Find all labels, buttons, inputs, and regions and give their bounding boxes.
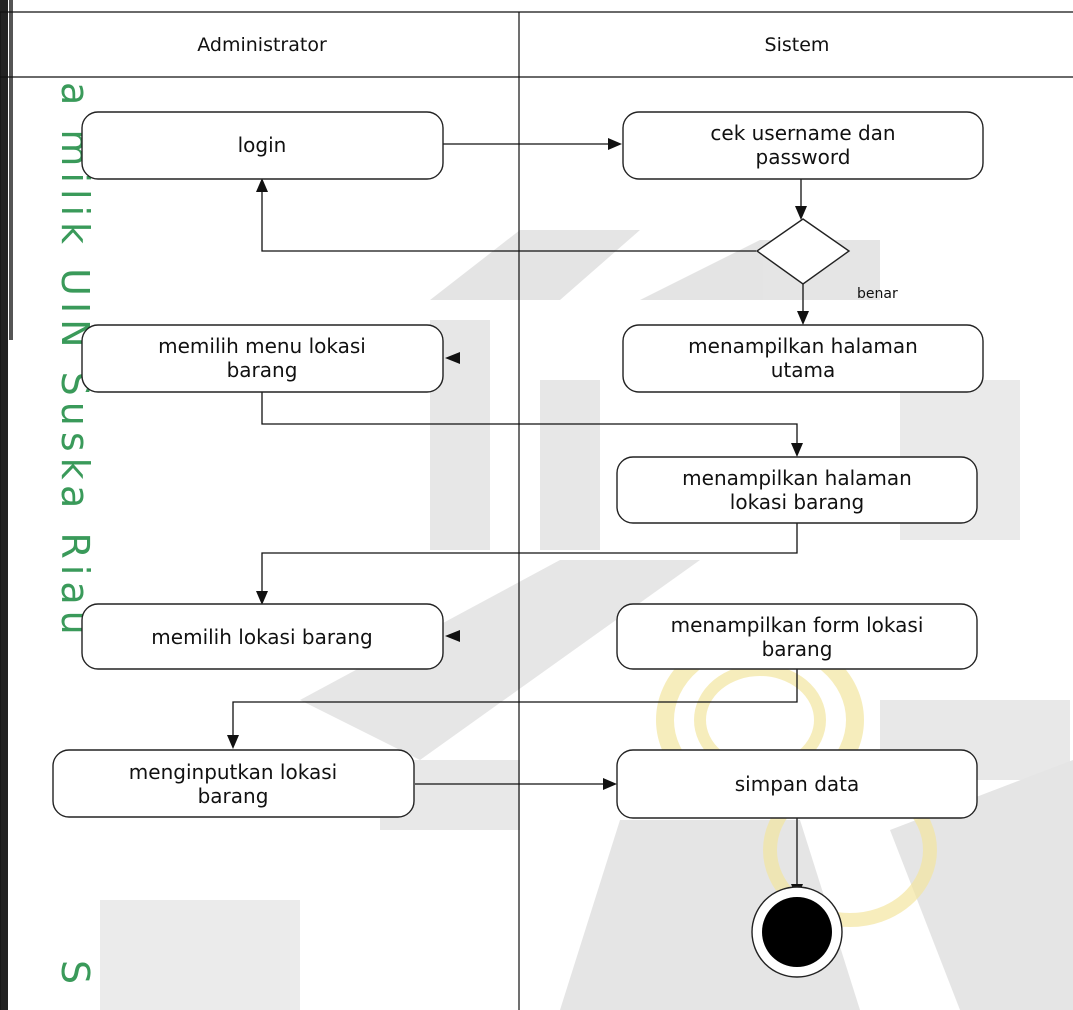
arrowhead-to-memilih-side [445, 630, 460, 642]
activity-login [81, 111, 444, 180]
activity-label-line: memilih lokasi barang [151, 625, 372, 649]
activity-label-line: menampilkan form lokasi [671, 613, 924, 637]
swimlane-header-sistem: Sistem [765, 34, 830, 56]
activity-label-line: cek username dan [710, 121, 895, 145]
activity-simpan-data [616, 749, 978, 819]
flow-connectors [232, 143, 804, 884]
final-node-icon [751, 886, 843, 978]
activity-menampilkan-halaman-utama [622, 324, 984, 393]
flow-decision-to-login [261, 191, 756, 252]
flow-halaman-lokasi-to-memilih [261, 523, 798, 592]
activity-label-line: menampilkan halaman [682, 466, 912, 490]
swimlane-header-administrator: Administrator [197, 34, 327, 56]
flow-form-to-menginputkan [232, 669, 798, 736]
arrowhead-to-memilih [256, 591, 268, 605]
swimlane-frame: Administrator Sistem [0, 11, 1073, 1010]
decision-diamond [755, 218, 851, 285]
arrowhead-to-simpan [603, 778, 617, 790]
arrowhead-to-cek [608, 138, 622, 150]
activity-label-line: barang [198, 784, 269, 808]
watermark-corner-letter: S [53, 960, 97, 984]
activity-menampilkan-form-lokasi [616, 603, 978, 670]
activity-label-line: lokasi barang [730, 490, 864, 514]
activity-memilih-lokasi-barang [81, 603, 444, 670]
activity-menginputkan-lokasi-barang [52, 749, 415, 818]
activity-label-line: password [756, 145, 851, 169]
activity-label-line: login [238, 133, 287, 157]
activity-memilih-menu-lokasi [81, 324, 444, 393]
arrowhead-to-login [256, 178, 268, 192]
activity-simpan-data-label: simpan data [735, 772, 860, 796]
activity-label-line: barang [762, 637, 833, 661]
activity-label-line: memilih menu lokasi [158, 334, 366, 358]
activity-label-line: barang [227, 358, 298, 382]
guard-label-benar: benar [857, 286, 898, 302]
arrowhead-to-menu [445, 352, 460, 364]
activity-label-line: menampilkan halaman [688, 334, 918, 358]
activity-label-line: menginputkan lokasi [129, 760, 337, 784]
arrowhead-to-halaman-utama [797, 311, 809, 325]
activity-memilih-lokasi-barang-label: memilih lokasi barang [151, 625, 372, 649]
activity-login-label: login [238, 133, 287, 157]
activity-menampilkan-halaman-lokasi [616, 456, 978, 524]
arrowhead-to-menginputkan [227, 735, 239, 749]
activity-label-line: simpan data [735, 772, 860, 796]
flow-menu-to-halaman-lokasi [261, 392, 798, 444]
arrowhead-to-halaman-lokasi [791, 443, 803, 457]
left-edge-watermark-bar [0, 0, 13, 1010]
activity-label-line: utama [771, 358, 836, 382]
activity-cek-username-password [622, 111, 984, 180]
arrowhead-to-decision [795, 206, 807, 220]
